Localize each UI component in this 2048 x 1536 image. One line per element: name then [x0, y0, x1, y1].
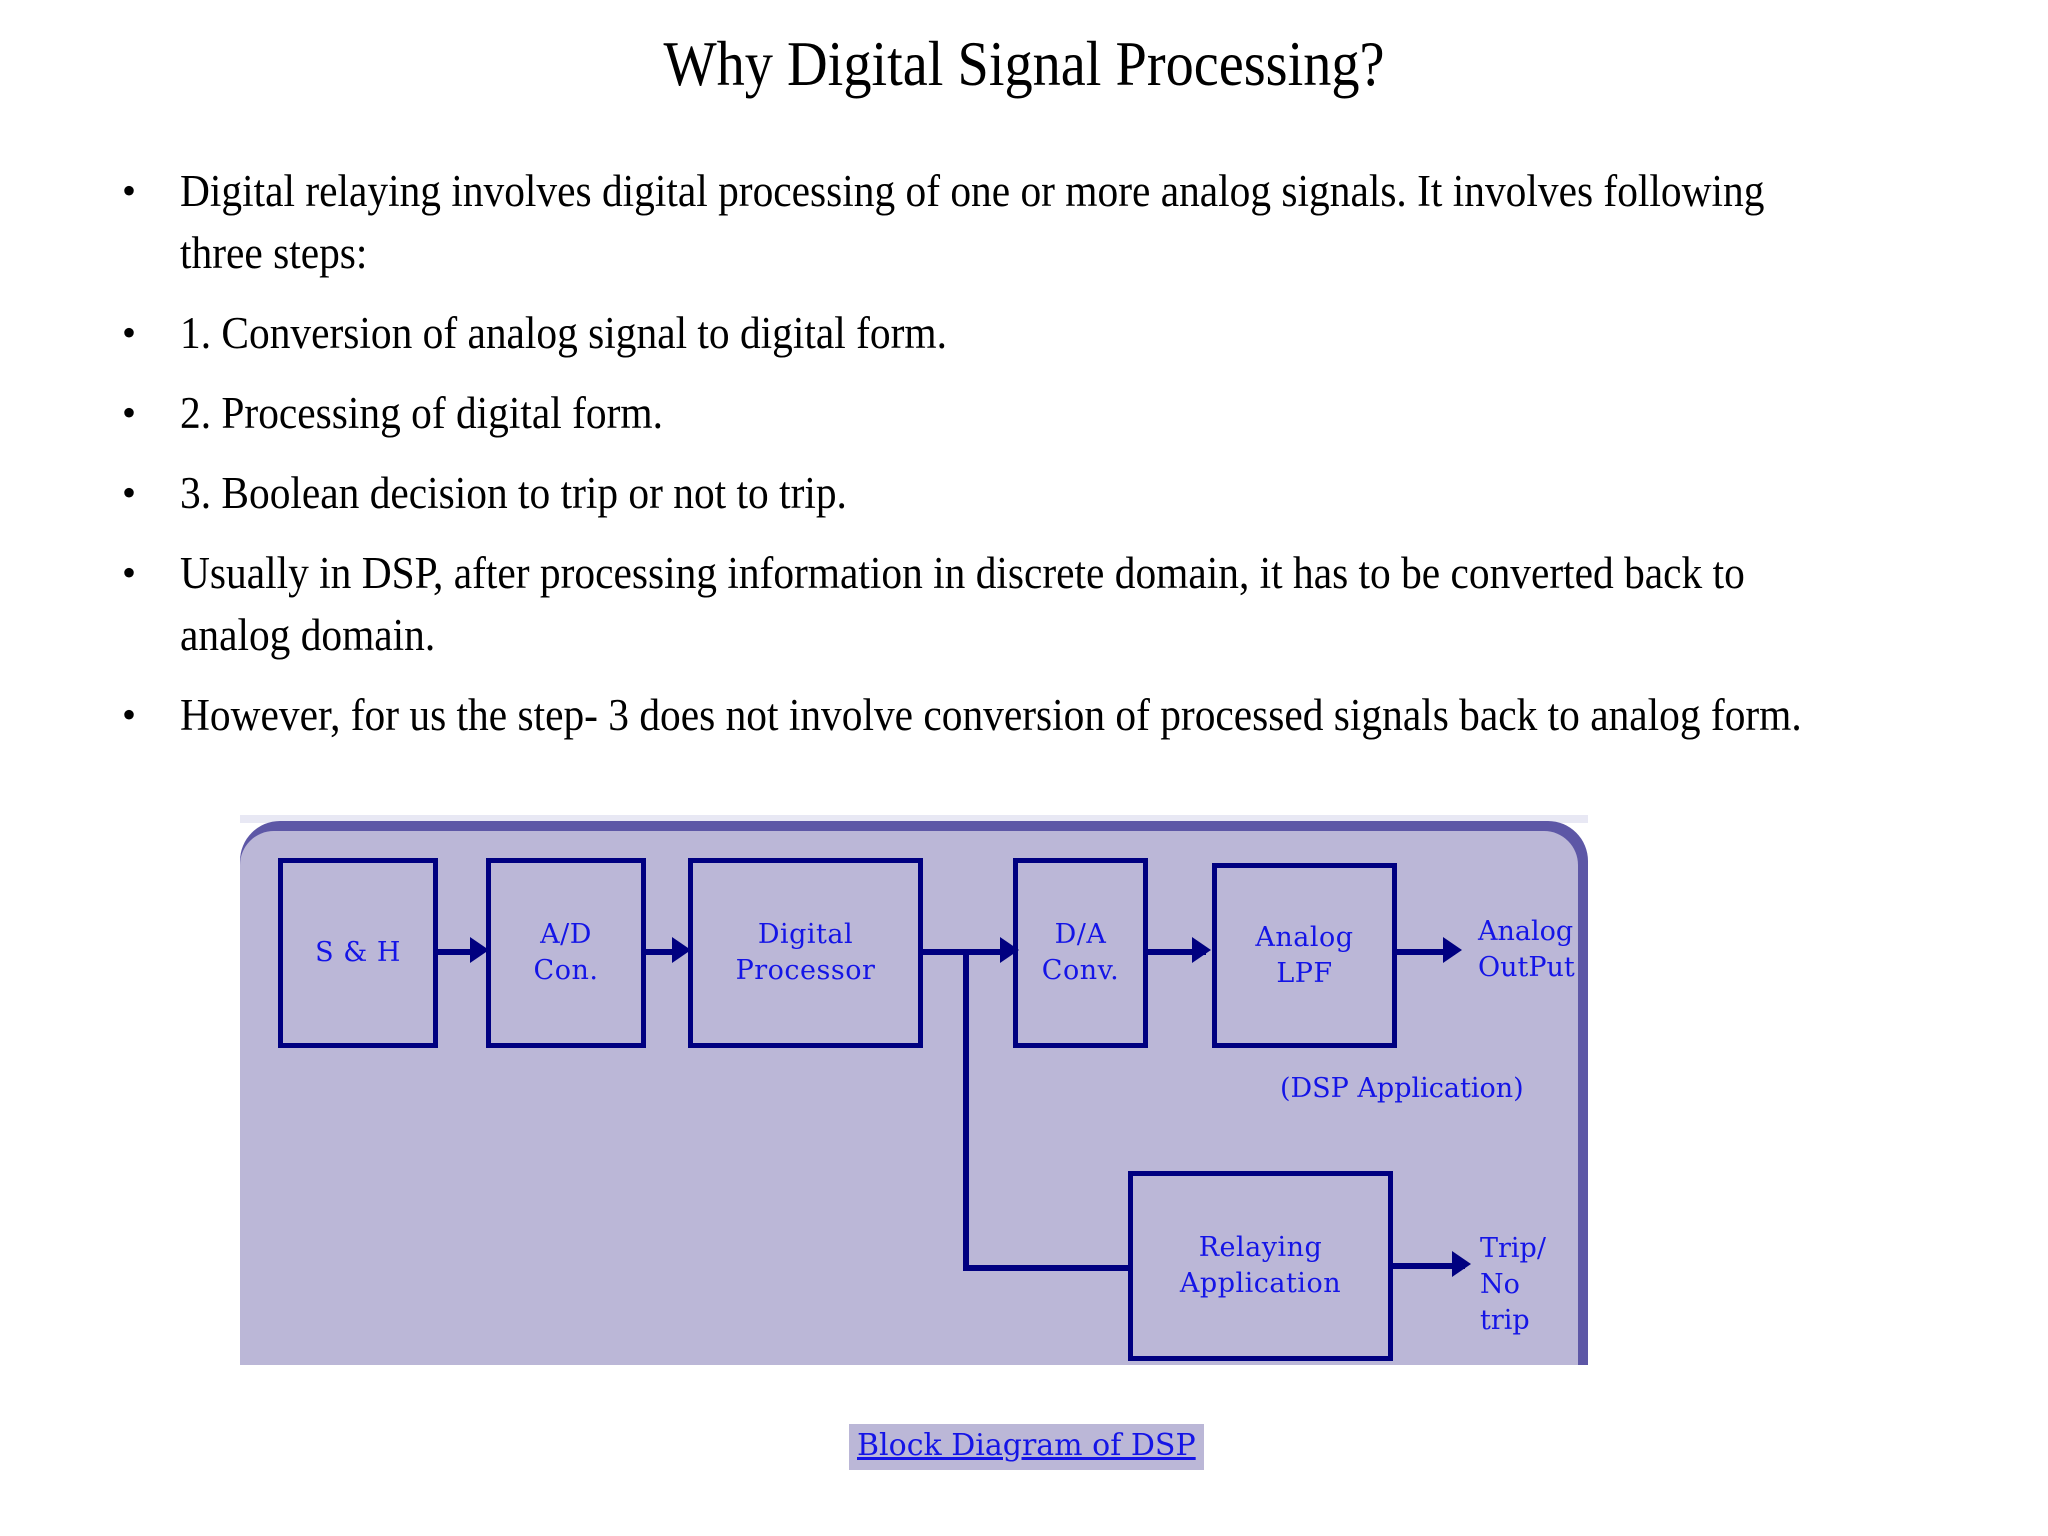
connector-relay-to-trip [1393, 1263, 1465, 1269]
list-item: • Usually in DSP, after processing infor… [108, 542, 1958, 666]
connector-dac-to-lpf [1148, 949, 1206, 955]
connector-sh-to-adc [438, 949, 476, 955]
block-label: A/D Con. [533, 919, 599, 986]
block-label: Relaying Application [1179, 1232, 1342, 1299]
list-item-text: Usually in DSP, after processing informa… [180, 548, 1745, 660]
connector-branch-horizontal [963, 1265, 1131, 1271]
arrowhead-icon [1192, 937, 1211, 963]
panel-surface: S & H A/D Con. Digital Processor D/A Con… [240, 831, 1578, 1365]
list-item-text: 3. Boolean decision to trip or not to tr… [180, 468, 847, 518]
block-label: D/A Conv. [1041, 919, 1120, 986]
bullet-icon: • [122, 470, 137, 515]
list-item: • 1. Conversion of analog signal to digi… [108, 302, 1958, 364]
arrowhead-icon [1452, 1251, 1471, 1277]
label-analog-output: Analog OutPut [1478, 916, 1575, 983]
connector-branch-vertical [963, 949, 969, 1271]
list-item: • Digital relaying involves digital proc… [108, 160, 1958, 284]
arrowhead-icon [1443, 937, 1462, 963]
arrowhead-icon [1000, 937, 1019, 963]
connector-lpf-to-analog-output [1397, 949, 1455, 955]
list-item: • 2. Processing of digital form. [108, 382, 1958, 444]
block-relaying-application: Relaying Application [1128, 1171, 1393, 1361]
arrowhead-icon [470, 937, 489, 963]
list-item-text: 2. Processing of digital form. [180, 388, 663, 438]
block-digital-processor: Digital Processor [688, 858, 923, 1048]
bullet-icon: • [122, 310, 137, 355]
block-ad-converter: A/D Con. [486, 858, 646, 1048]
diagram-caption: Block Diagram of DSP [849, 1424, 1204, 1470]
list-item-text: 1. Conversion of analog signal to digita… [180, 308, 947, 358]
connector-adc-to-dsp [646, 949, 682, 955]
block-label: Analog LPF [1255, 921, 1354, 989]
list-item-text: However, for us the step- 3 does not inv… [180, 690, 1802, 740]
bullet-icon: • [122, 550, 137, 595]
bullet-list: • Digital relaying involves digital proc… [108, 160, 1958, 764]
label-trip-no-trip: Trip/ No trip [1480, 1233, 1546, 1336]
block-label: S & H [315, 937, 401, 968]
block-s-and-h: S & H [278, 858, 438, 1048]
list-item: • 3. Boolean decision to trip or not to … [108, 462, 1958, 524]
bullet-icon: • [122, 168, 137, 213]
arrowhead-icon [672, 937, 691, 963]
label-dsp-application: (DSP Application) [1280, 1073, 1524, 1104]
bullet-icon: • [122, 390, 137, 435]
block-analog-lpf: Analog LPF [1212, 863, 1397, 1048]
panel-top-highlight [240, 815, 1588, 823]
block-diagram-panel: S & H A/D Con. Digital Processor D/A Con… [240, 815, 1588, 1365]
list-item: • However, for us the step- 3 does not i… [108, 684, 1958, 746]
list-item-text: Digital relaying involves digital proces… [180, 166, 1765, 278]
page-title: Why Digital Signal Processing? [663, 28, 1385, 99]
block-label: Digital Processor [735, 919, 876, 986]
bullet-icon: • [122, 692, 137, 737]
block-da-converter: D/A Conv. [1013, 858, 1148, 1048]
